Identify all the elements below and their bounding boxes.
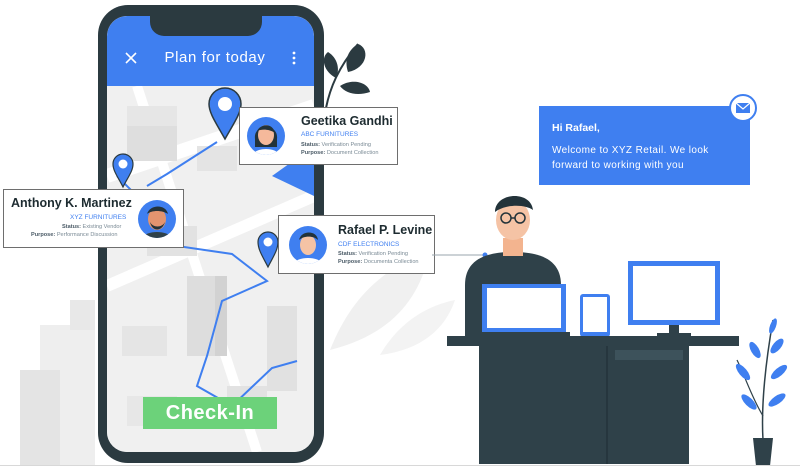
contact-company: ABC FURNITURES <box>301 131 359 138</box>
more-options-button[interactable] <box>287 48 301 68</box>
location-pin-icon[interactable] <box>112 153 134 189</box>
avatar <box>138 200 176 238</box>
location-pin-icon[interactable] <box>208 87 242 141</box>
contact-company: XYZ FURNITURES <box>70 214 127 221</box>
status-label: Status: <box>62 224 81 230</box>
avatar <box>289 226 327 264</box>
chat-bubble <box>539 106 750 185</box>
contact-status: Status: Verification Pending <box>338 251 408 257</box>
close-icon <box>125 52 137 64</box>
chat-message: Welcome to XYZ Retail. We look forward t… <box>552 145 709 171</box>
contact-name: Geetika Gandhi <box>301 114 393 128</box>
contact-name: Anthony K. Martinez <box>11 196 132 210</box>
purpose-value: Performance Discussion <box>56 232 118 238</box>
status-label: Status: <box>301 142 320 148</box>
contact-purpose: Purpose: Performance Discussion <box>31 232 117 238</box>
leaf-plant-illustration <box>323 43 370 109</box>
contact-card-anthony[interactable]: Anthony K. Martinez XYZ FURNITURES Statu… <box>3 189 184 248</box>
contact-status: Status: Existing Vendor <box>62 224 121 230</box>
status-value: Verification Pending <box>358 251 408 257</box>
mail-badge[interactable] <box>729 94 757 122</box>
avatar <box>247 117 285 155</box>
app-title: Plan for today <box>164 49 266 66</box>
contact-company: CDF ELECTRONICS <box>338 241 400 248</box>
envelope-icon <box>735 102 751 113</box>
contact-purpose: Purpose: Documenta Collection <box>338 259 419 265</box>
status-value: Verification Pending <box>321 142 371 148</box>
tablet-illustration <box>580 294 610 337</box>
purpose-value: Documenta Collection <box>363 259 419 265</box>
laptop-illustration <box>478 284 570 338</box>
close-button[interactable] <box>122 48 140 68</box>
contact-name: Rafael P. Levine <box>338 223 433 237</box>
purpose-label: Purpose: <box>338 259 363 265</box>
contact-card-rafael[interactable]: Rafael P. Levine CDF ELECTRONICS Status:… <box>278 215 435 274</box>
status-label: Status: <box>338 251 357 257</box>
status-value: Existing Vendor <box>82 224 122 230</box>
more-vertical-icon <box>292 51 296 65</box>
contact-purpose: Purpose: Document Collection <box>301 150 378 156</box>
background-plant-illustration <box>330 250 455 355</box>
check-in-button[interactable]: Check-In <box>143 397 277 429</box>
background-building <box>20 370 60 465</box>
background-building <box>70 300 95 330</box>
potted-plant-illustration <box>735 318 788 466</box>
contact-status: Status: Verification Pending <box>301 142 371 148</box>
ground-line <box>0 465 800 466</box>
purpose-label: Purpose: <box>301 150 326 156</box>
chat-greeting: Hi Rafael, <box>552 122 600 134</box>
purpose-label: Purpose: <box>31 232 56 238</box>
purpose-value: Document Collection <box>326 150 379 156</box>
phone-notch <box>150 14 262 36</box>
contact-card-geetika[interactable]: Geetika Gandhi ABC FURNITURES Status: Ve… <box>239 107 398 165</box>
desk-illustration <box>447 336 739 464</box>
location-pin-icon[interactable] <box>257 231 279 269</box>
monitor-illustration <box>628 261 720 338</box>
